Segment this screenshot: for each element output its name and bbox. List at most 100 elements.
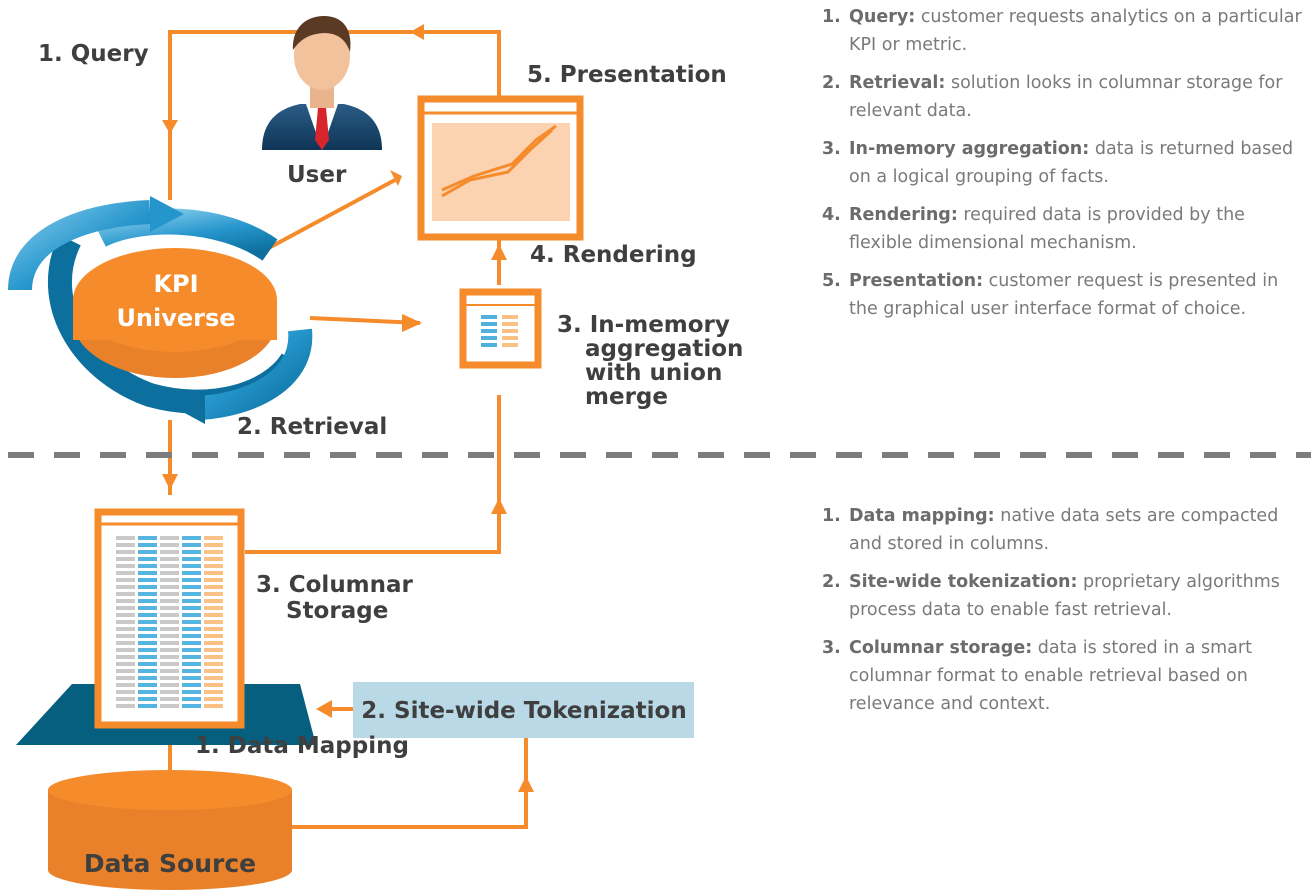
storage-stripe bbox=[204, 648, 223, 652]
storage-stripe bbox=[182, 690, 201, 694]
storage-stripe bbox=[204, 655, 223, 659]
storage-stripe bbox=[116, 543, 135, 547]
storage-stripe bbox=[160, 697, 179, 701]
storage-stripe bbox=[204, 627, 223, 631]
step-body: Site-wide tokenization: proprietary algo… bbox=[849, 568, 1302, 624]
storage-stripe bbox=[160, 655, 179, 659]
storage-stripe bbox=[138, 627, 157, 631]
step-text: customer requests analytics on a particu… bbox=[849, 7, 1302, 55]
storage-stripe bbox=[204, 620, 223, 624]
storage-stripe bbox=[116, 578, 135, 582]
storage-stripe bbox=[138, 704, 157, 708]
database-icon: Data Source bbox=[48, 770, 292, 890]
data-mapping-label: 1. Data Mapping bbox=[195, 733, 409, 759]
rendering-label: 4. Rendering bbox=[530, 242, 697, 268]
data-prep-steps: 1.Data mapping: native data sets are com… bbox=[822, 502, 1302, 728]
storage-stripe bbox=[138, 564, 157, 568]
step-body: In-memory aggregation: data is returned … bbox=[849, 135, 1302, 191]
storage-stripe bbox=[160, 634, 179, 638]
storage-stripe bbox=[138, 536, 157, 540]
step-text: required data is provided by the flexibl… bbox=[849, 205, 1245, 253]
storage-stripe bbox=[204, 571, 223, 575]
step-body: Rendering: required data is provided by … bbox=[849, 201, 1302, 257]
tokenization-box: 2. Site-wide Tokenization bbox=[353, 682, 694, 738]
storage-stripe bbox=[204, 634, 223, 638]
retrieval-label: 2. Retrieval bbox=[237, 414, 387, 440]
storage-stripe bbox=[138, 592, 157, 596]
storage-stripe bbox=[138, 697, 157, 701]
step-term: Columnar storage: bbox=[849, 638, 1033, 658]
user-label: User bbox=[287, 162, 347, 188]
storage-stripe bbox=[182, 571, 201, 575]
step-term: Data mapping: bbox=[849, 506, 995, 526]
storage-stripe bbox=[204, 676, 223, 680]
storage-stripe bbox=[204, 599, 223, 603]
step-item: 3. Columnar storage: data is stored in a … bbox=[822, 634, 1302, 718]
storage-stripe bbox=[138, 613, 157, 617]
storage-stripe bbox=[138, 641, 157, 645]
storage-stripe bbox=[116, 620, 135, 624]
storage-stripe bbox=[204, 550, 223, 554]
step-item: 2.Site-wide tokenization: proprietary al… bbox=[822, 568, 1302, 624]
storage-stripe bbox=[182, 536, 201, 540]
storage-stripe bbox=[116, 564, 135, 568]
storage-stripe bbox=[182, 655, 201, 659]
step-item: 3. In-memory aggregation: data is returne… bbox=[822, 135, 1302, 191]
storage-stripe bbox=[160, 557, 179, 561]
step-body: Retrieval: solution looks in columnar st… bbox=[849, 69, 1302, 125]
inmemory-label: 3. In-memory aggregation with union merg… bbox=[557, 312, 751, 410]
storage-stripe bbox=[160, 536, 179, 540]
inmemory-label-line: with union bbox=[585, 360, 722, 386]
storage-stripe bbox=[116, 676, 135, 680]
storage-stripe bbox=[182, 557, 201, 561]
storage-stripe bbox=[160, 620, 179, 624]
storage-stripe bbox=[116, 683, 135, 687]
storage-stripe bbox=[138, 669, 157, 673]
step-body: Data mapping: native data sets are compa… bbox=[849, 502, 1302, 558]
step-body: Columnar storage: data is stored in a sm… bbox=[849, 634, 1302, 718]
storage-stripe bbox=[204, 543, 223, 547]
kpi-universe: KPI Universe bbox=[8, 196, 313, 424]
storage-stripe bbox=[138, 606, 157, 610]
storage-stripe bbox=[116, 690, 135, 694]
storage-stripe bbox=[138, 676, 157, 680]
storage-stripe bbox=[160, 578, 179, 582]
step-text: native data sets are compacted and store… bbox=[849, 506, 1279, 554]
storage-stripe bbox=[182, 543, 201, 547]
storage-stripe bbox=[138, 634, 157, 638]
step-number: 3. bbox=[822, 139, 841, 159]
storage-stripe bbox=[160, 690, 179, 694]
step-text: solution looks in columnar storage for r… bbox=[849, 73, 1283, 121]
storage-stripe bbox=[160, 592, 179, 596]
step-number: 3. bbox=[822, 638, 841, 658]
storage-stripe bbox=[204, 669, 223, 673]
storage-stripe bbox=[160, 571, 179, 575]
storage-stripe bbox=[182, 578, 201, 582]
columnar-label-line: 3. Columnar bbox=[256, 572, 414, 598]
storage-stripe bbox=[138, 655, 157, 659]
step-body: Presentation: customer request is presen… bbox=[849, 267, 1302, 323]
storage-stripe bbox=[182, 662, 201, 666]
storage-stripe bbox=[116, 697, 135, 701]
storage-stripe bbox=[182, 627, 201, 631]
storage-stripe bbox=[138, 571, 157, 575]
storage-stripe bbox=[160, 613, 179, 617]
storage-stripe bbox=[204, 690, 223, 694]
storage-stripe bbox=[182, 599, 201, 603]
storage-stripe bbox=[204, 613, 223, 617]
step-term: Presentation: bbox=[849, 271, 984, 291]
storage-stripe bbox=[182, 683, 201, 687]
storage-stripe bbox=[116, 641, 135, 645]
storage-stripe bbox=[160, 606, 179, 610]
storage-stripe bbox=[204, 662, 223, 666]
step-term: Site-wide tokenization: bbox=[849, 572, 1078, 592]
inmemory-label-line: merge bbox=[585, 384, 668, 410]
storage-stripe bbox=[116, 634, 135, 638]
storage-stripe bbox=[182, 697, 201, 701]
storage-stripe bbox=[138, 585, 157, 589]
storage-stripe bbox=[116, 550, 135, 554]
table-window-icon bbox=[459, 288, 542, 369]
inmemory-label-line: 3. In-memory bbox=[557, 312, 730, 338]
storage-stripe bbox=[160, 641, 179, 645]
